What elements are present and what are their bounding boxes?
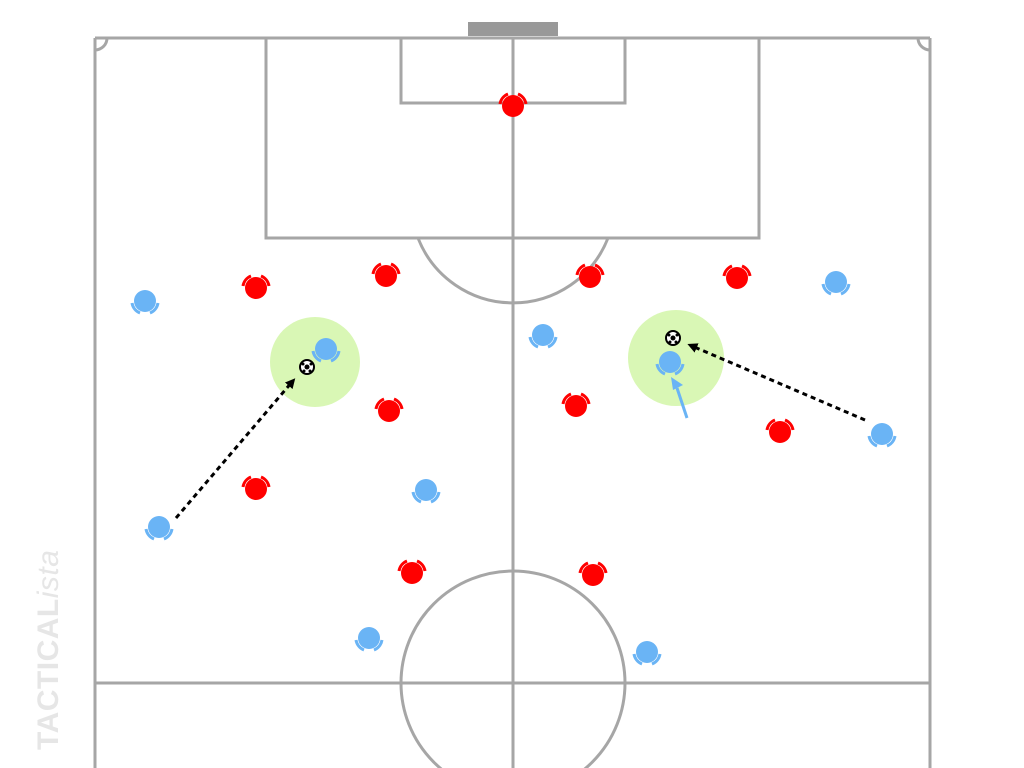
- pass-arrow-right: [687, 343, 866, 422]
- blue-player: [867, 423, 897, 448]
- red-player: [241, 274, 271, 299]
- blue-player: [411, 479, 441, 504]
- pitch-markings: [93, 36, 932, 768]
- red-player: [578, 561, 608, 586]
- blue-team: [130, 271, 897, 666]
- red-player: [371, 262, 401, 287]
- blue-player: [528, 324, 558, 349]
- red-player: [561, 392, 591, 417]
- blue-player: [130, 290, 160, 315]
- red-player: [765, 418, 795, 443]
- soccer-ball-icon: [299, 359, 315, 375]
- pass-arrow-left: [174, 378, 296, 519]
- red-player: [575, 263, 605, 288]
- blue-player: [821, 271, 851, 296]
- red-player: [241, 475, 271, 500]
- blue-player-receiver: [655, 351, 685, 376]
- red-team: [241, 92, 795, 586]
- watermark-brand: TACTICAL: [32, 598, 65, 750]
- red-player: [374, 397, 404, 422]
- blue-player: [311, 338, 341, 363]
- brand-watermark: TACTICALista: [32, 550, 66, 750]
- blue-player: [354, 627, 384, 652]
- watermark-suffix: ista: [32, 549, 65, 599]
- movement-arrow: [671, 377, 689, 419]
- goal: [468, 22, 558, 36]
- red-player: [397, 559, 427, 584]
- soccer-ball-icon: [665, 330, 681, 346]
- blue-player: [632, 641, 662, 666]
- blue-player: [144, 516, 174, 541]
- red-goalkeeper: [498, 92, 528, 117]
- red-player: [722, 264, 752, 289]
